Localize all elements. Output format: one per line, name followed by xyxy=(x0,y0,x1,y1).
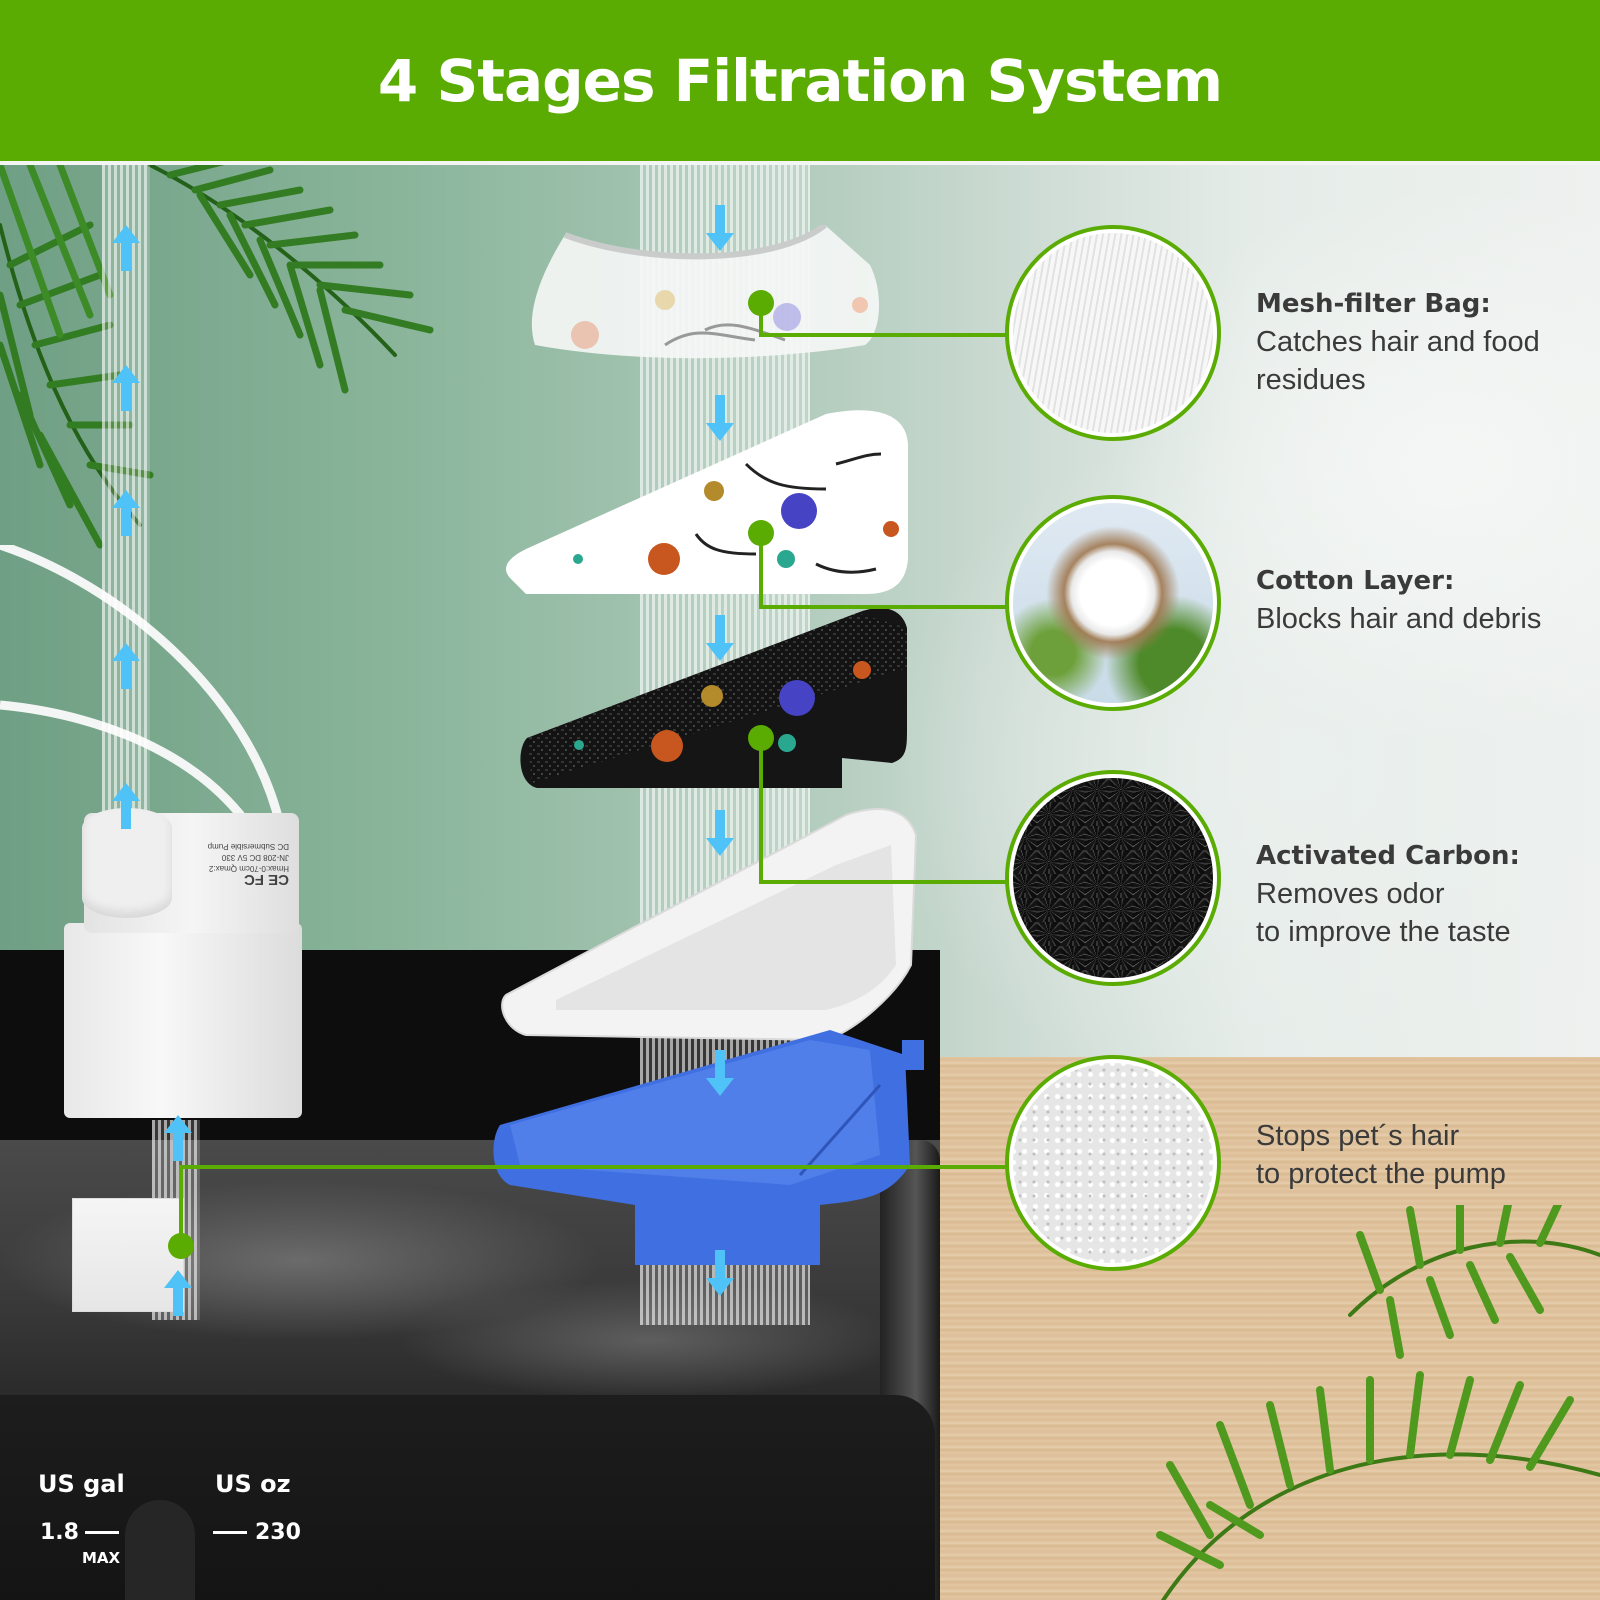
pump-cert-marks: CE FC xyxy=(244,871,289,888)
cotton-layer-graphic xyxy=(506,410,908,594)
arrow-up-icon xyxy=(112,490,140,536)
arrow-down-icon xyxy=(706,1250,734,1296)
stage1-connector-vertical xyxy=(759,305,763,337)
arrow-up-icon xyxy=(164,1115,192,1161)
pump-spec-line2: JN-208 DC 5V 330 xyxy=(221,853,289,862)
gauge-left-tick xyxy=(84,1531,119,1534)
gauge-left-unit: US gal xyxy=(38,1470,125,1498)
foam-filter-tray-graphic xyxy=(501,808,918,1042)
stage2-description: Cotton Layer: Blocks hair and debris xyxy=(1256,562,1541,638)
foam-texture-image xyxy=(1013,1063,1213,1263)
stage3-connector-horizontal xyxy=(759,880,1009,884)
stage2-texture-circle xyxy=(1005,495,1221,711)
blue-filter-tray-graphic xyxy=(493,1030,924,1265)
gauge-right-unit: US oz xyxy=(215,1470,291,1498)
illustration-scene: US gal US oz 1.8 MAX 230 CE FC Hmax:0-70… xyxy=(0,165,1600,1600)
stage4-description: Stops pet´s hair to protect the pump xyxy=(1256,1117,1506,1193)
water-level-window xyxy=(125,1500,195,1600)
mesh-filter-bag-graphic xyxy=(531,225,880,359)
pump-spec-label: CE FC Hmax:0-70cm Qmax:2 JN-208 DC 5V 33… xyxy=(164,841,289,888)
stage4-texture-circle xyxy=(1005,1055,1221,1271)
stage4-line2: to protect the pump xyxy=(1256,1158,1506,1190)
palm-leaf-bottom-right-icon xyxy=(1156,1205,1600,1600)
stage3-connector-vertical xyxy=(759,740,763,882)
stage3-texture-circle xyxy=(1005,770,1221,986)
arrow-up-icon xyxy=(112,643,140,689)
stage1-title: Mesh-filter Bag: xyxy=(1256,289,1491,319)
stage1-description: Mesh-filter Bag: Catches hair and food r… xyxy=(1256,285,1540,399)
arrow-down-icon xyxy=(706,205,734,251)
stage4-line1: Stops pet´s hair xyxy=(1256,1120,1460,1152)
stage2-connector-vertical xyxy=(759,535,763,607)
stage1-line1: Catches hair and food xyxy=(1256,326,1540,358)
gauge-right-mark: 230 xyxy=(213,1520,301,1545)
stage3-description: Activated Carbon: Removes odor to improv… xyxy=(1256,837,1520,951)
page-title: 4 Stages Filtration System xyxy=(377,46,1223,115)
stage2-title: Cotton Layer: xyxy=(1256,566,1455,596)
arrow-up-icon xyxy=(112,783,140,829)
stage2-line1: Blocks hair and debris xyxy=(1256,603,1542,635)
arrow-down-icon xyxy=(706,810,734,856)
stage3-line1: Removes odor xyxy=(1256,878,1445,910)
arrow-down-icon xyxy=(706,615,734,661)
stage4-connector-vertical xyxy=(179,1165,183,1245)
carbon-granules-image xyxy=(1013,778,1213,978)
gauge-right-tick xyxy=(213,1531,247,1534)
mesh-texture-image xyxy=(1013,233,1213,433)
pump-spec-line1: DC Submersible Pump xyxy=(207,842,289,851)
gauge-right-value: 230 xyxy=(255,1520,301,1545)
stage4-connector-horizontal xyxy=(179,1165,1009,1169)
gauge-max-value: 1.8 xyxy=(40,1520,119,1545)
arrow-up-icon xyxy=(112,365,140,411)
arrow-down-icon xyxy=(706,395,734,441)
stage3-title: Activated Carbon: xyxy=(1256,841,1520,871)
pump-body xyxy=(64,923,302,1118)
stage2-connector-horizontal xyxy=(759,605,1009,609)
arrow-up-icon xyxy=(164,1270,192,1316)
arrow-up-icon xyxy=(112,225,140,271)
header-banner: 4 Stages Filtration System xyxy=(0,0,1600,165)
activated-carbon-graphic xyxy=(520,608,907,788)
stage1-texture-circle xyxy=(1005,225,1221,441)
cotton-boll-image xyxy=(1013,503,1213,703)
pump-spec-line3: Hmax:0-70cm Qmax:2 xyxy=(208,864,289,873)
stage3-line2: to improve the taste xyxy=(1256,916,1511,948)
gauge-left-value: 1.8 xyxy=(40,1520,79,1545)
stage1-connector-horizontal xyxy=(759,333,1009,337)
gauge-max-mark: MAX xyxy=(82,1549,121,1567)
stage1-line2: residues xyxy=(1256,364,1366,396)
submersible-pump: CE FC Hmax:0-70cm Qmax:2 JN-208 DC 5V 33… xyxy=(64,808,302,1118)
arrow-down-icon xyxy=(706,1050,734,1096)
